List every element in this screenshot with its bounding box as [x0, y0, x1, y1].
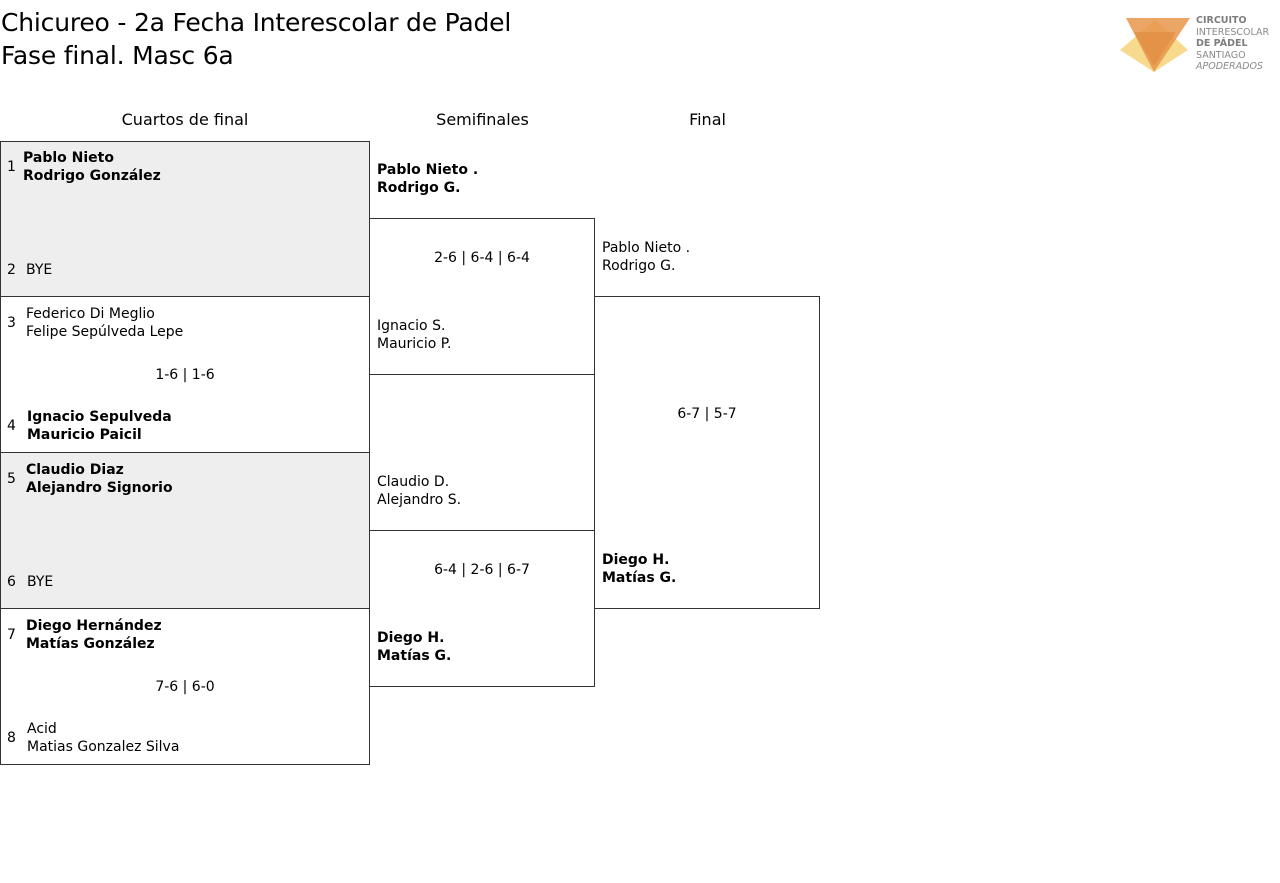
- player-name: Federico Di Meglio: [26, 306, 155, 322]
- seed-number: 3: [7, 315, 16, 331]
- player-name: Mauricio Paicil: [27, 427, 142, 443]
- circuit-logo: CIRCUITO INTERESCOLAR DE PÁDEL SANTIAGO …: [1118, 14, 1280, 76]
- player-name: Mauricio P.: [377, 336, 452, 352]
- title-line-2: Fase final. Masc 6a: [1, 41, 234, 70]
- player-name: Rodrigo González: [23, 168, 161, 184]
- seed-number: 4: [7, 418, 16, 434]
- sf1-team-top: Pablo Nieto . Rodrigo G.: [377, 161, 478, 197]
- match-score: 2-6 | 6-4 | 6-4: [434, 250, 530, 266]
- logo-line-3: DE PÁDEL: [1196, 38, 1248, 49]
- seed-number: 6: [7, 574, 16, 590]
- sf2-team-top: Claudio D. Alejandro S.: [377, 473, 461, 509]
- player-name: Alejandro Signorio: [26, 480, 173, 496]
- player-name: Claudio D.: [377, 474, 450, 490]
- quarterfinal-match-1[interactable]: [0, 141, 370, 297]
- player-name: Rodrigo G.: [602, 258, 676, 274]
- player-name: Pablo Nieto .: [602, 240, 691, 256]
- qf1-team-top: Pablo Nieto Rodrigo González: [23, 149, 161, 185]
- player-name: Pablo Nieto: [23, 150, 114, 166]
- player-name: BYE: [27, 574, 54, 590]
- qf4-team-top: Diego Hernández Matías González: [26, 617, 162, 653]
- player-name: Matías G.: [377, 648, 452, 664]
- match-score: 1-6 | 1-6: [155, 367, 215, 383]
- qf2-team-top: Federico Di Meglio Felipe Sepúlveda Lepe: [26, 305, 183, 341]
- final-match[interactable]: [594, 296, 820, 609]
- logo-line-2: INTERESCOLAR: [1196, 26, 1270, 38]
- player-name: Claudio Diaz: [26, 462, 124, 478]
- logo-line-4: SANTIAGO: [1196, 49, 1246, 61]
- player-name: Diego H.: [377, 630, 445, 646]
- seed-number: 7: [7, 627, 16, 643]
- seed-number: 8: [7, 730, 16, 746]
- player-name: Matías G.: [602, 570, 677, 586]
- round-heading-semifinals: Semifinales: [436, 110, 529, 129]
- final-team-top: Pablo Nieto . Rodrigo G.: [602, 239, 690, 275]
- player-name: BYE: [26, 262, 53, 278]
- fox-logo-icon: [1120, 18, 1190, 72]
- player-name: Diego Hernández: [26, 618, 162, 634]
- seed-number: 5: [7, 471, 16, 487]
- seed-number: 1: [7, 159, 16, 175]
- qf3-team-bottom: BYE: [27, 573, 53, 591]
- player-name: Alejandro S.: [377, 492, 462, 508]
- qf2-team-bottom: Ignacio Sepulveda Mauricio Paicil: [27, 408, 172, 444]
- player-name: Pablo Nieto .: [377, 162, 479, 178]
- player-name: Acid: [27, 721, 57, 737]
- qf1-team-bottom: BYE: [26, 261, 52, 279]
- match-score: 6-4 | 2-6 | 6-7: [434, 562, 530, 578]
- sf1-team-bottom: Ignacio S. Mauricio P.: [377, 317, 452, 353]
- player-name: Matias Gonzalez Silva: [27, 739, 180, 755]
- player-name: Ignacio Sepulveda: [27, 409, 172, 425]
- qf3-team-top: Claudio Diaz Alejandro Signorio: [26, 461, 173, 497]
- player-name: Felipe Sepúlveda Lepe: [26, 324, 184, 340]
- logo-line-1: CIRCUITO: [1196, 15, 1247, 26]
- logo-line-5: APODERADOS: [1196, 61, 1263, 72]
- seed-number: 2: [7, 262, 16, 278]
- round-heading-quarterfinals: Cuartos de final: [121, 110, 249, 129]
- player-name: Ignacio S.: [377, 318, 446, 334]
- round-heading-final: Final: [689, 110, 726, 129]
- player-name: Rodrigo G.: [377, 180, 461, 196]
- page-title: Chicureo - 2a Fecha Interescolar de Pade…: [1, 6, 511, 72]
- player-name: Matías González: [26, 636, 155, 652]
- player-name: Diego H.: [602, 552, 670, 568]
- sf2-team-bottom: Diego H. Matías G.: [377, 629, 451, 665]
- match-score: 7-6 | 6-0: [155, 679, 215, 695]
- final-team-bottom: Diego H. Matías G.: [602, 551, 676, 587]
- match-score: 6-7 | 5-7: [677, 406, 737, 422]
- qf4-team-bottom: Acid Matias Gonzalez Silva: [27, 720, 179, 756]
- title-line-1: Chicureo - 2a Fecha Interescolar de Pade…: [1, 8, 512, 37]
